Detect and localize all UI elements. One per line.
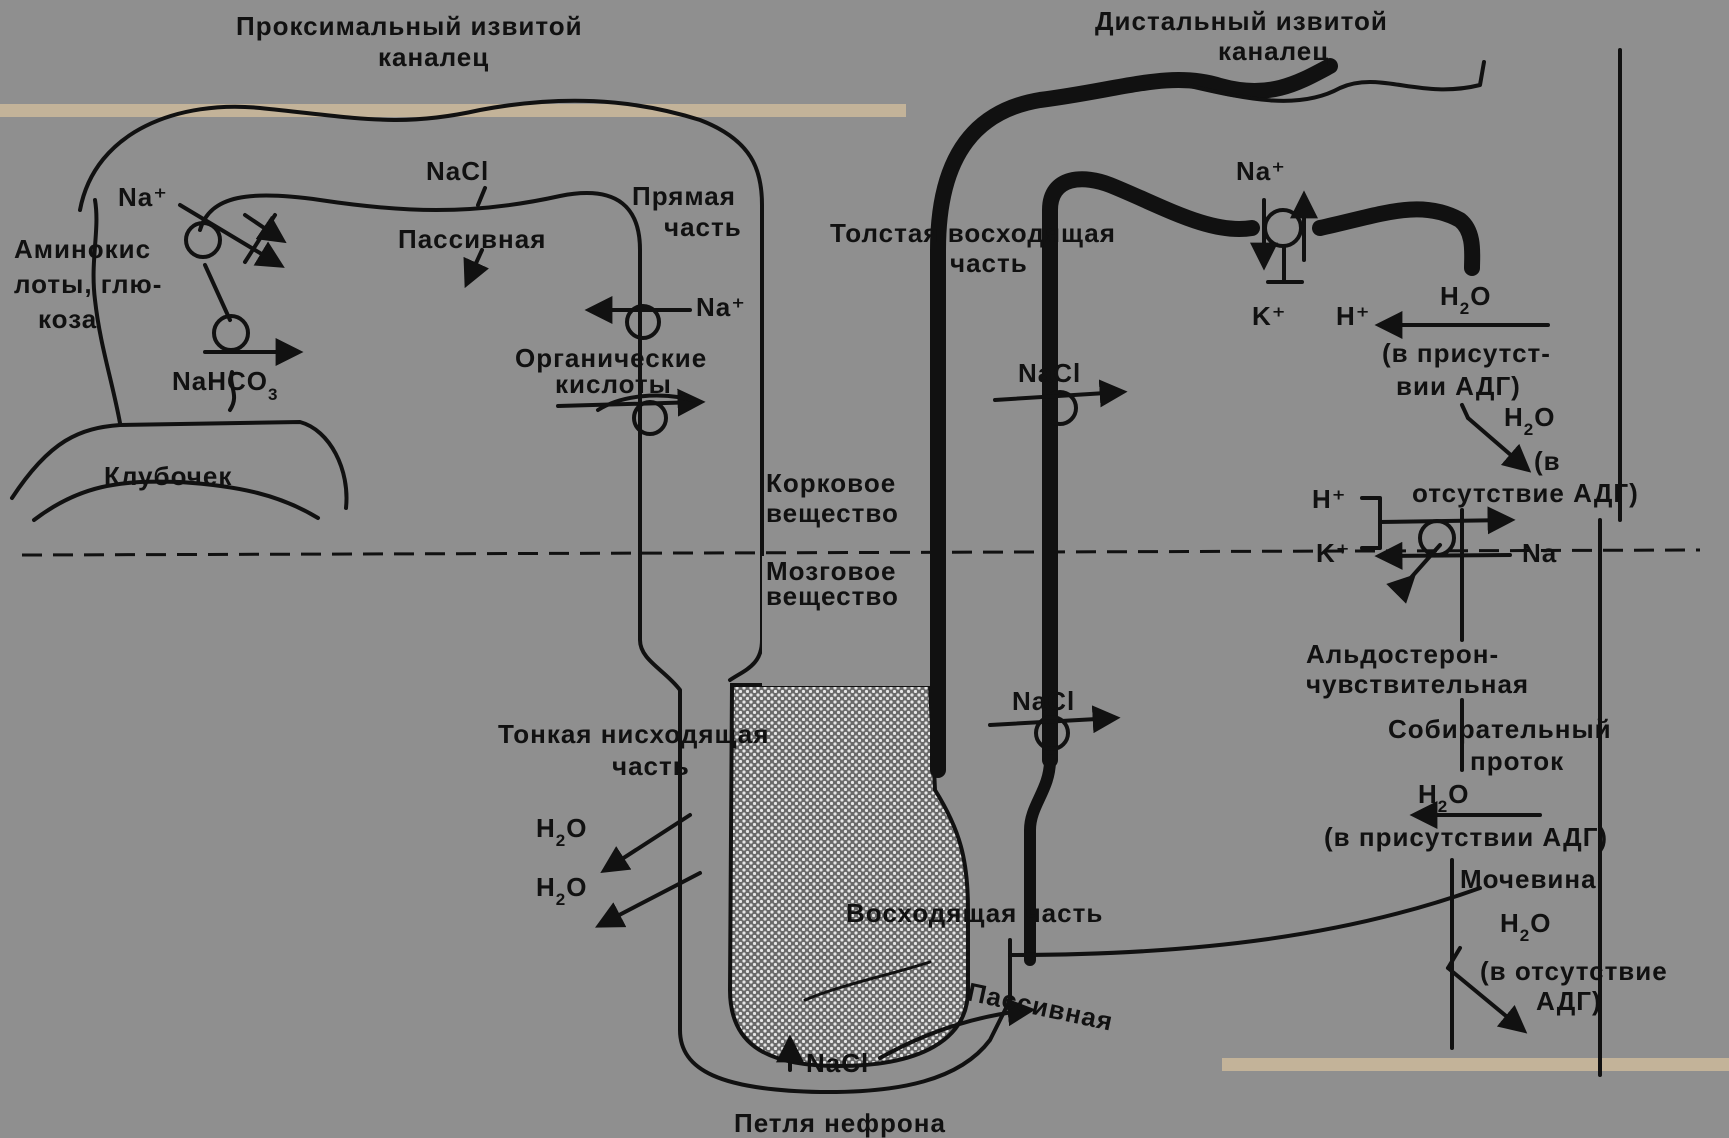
h2o-desc1-sub: 2: [556, 831, 566, 850]
k-plus-distal: K⁺: [1252, 301, 1287, 331]
aldo-1: Альдостерон-: [1306, 639, 1499, 669]
h2o-bottom-o: O: [1530, 908, 1551, 938]
h-plus-cd: H⁺: [1312, 484, 1347, 514]
na-plus-distal: Na⁺: [1236, 156, 1286, 186]
k-plus-cd: K⁺: [1316, 538, 1351, 568]
na-plus-straight: Na⁺: [696, 292, 746, 322]
passive-top: Пассивная: [398, 224, 546, 254]
adh-present-low: (в присутствии АДГ): [1324, 822, 1608, 852]
h2o-top-sub: 2: [1460, 299, 1470, 318]
adh-absent-low-2: АДГ): [1536, 986, 1602, 1016]
h2o-low-o: O: [1448, 779, 1469, 809]
h2o-desc1-o: O: [566, 813, 587, 843]
straight-1: Прямая: [632, 181, 736, 211]
asc-part: Восходящая часть: [846, 898, 1103, 928]
proximal-label-1: Проксимальный извитой: [236, 11, 583, 41]
h2o-bottom: H2O: [1500, 908, 1551, 945]
h2o-desc-2: H2O: [536, 872, 587, 909]
proximal-label-2: каналец: [378, 42, 489, 72]
adh-present-2: вии АДГ): [1396, 371, 1521, 401]
h2o-top-main: H: [1440, 281, 1460, 311]
thin-desc-2: часть: [612, 751, 690, 781]
cortex-2: вещество: [766, 498, 899, 528]
loop-title: Петля нефрона: [734, 1108, 946, 1138]
passive-bottom: Пассивная: [965, 977, 1116, 1037]
aldo-2: чувствительная: [1306, 669, 1529, 699]
h-plus-distal: H⁺: [1336, 301, 1371, 331]
h2o-desc-1: H2O: [536, 813, 587, 850]
h2o-top-o: O: [1470, 281, 1491, 311]
ascending-limb-lower: [1030, 760, 1050, 960]
organic-2: кислоты: [555, 369, 672, 399]
medulla-2: вещество: [766, 581, 899, 611]
h2o-low-main: H: [1418, 779, 1438, 809]
adh-absent-2: отсутствие АДГ): [1412, 478, 1639, 508]
h2o-mid-o: O: [1534, 402, 1555, 432]
h2o-mid: H2O: [1504, 402, 1555, 439]
hk-bracket: [1362, 498, 1380, 548]
straight-2: часть: [664, 212, 742, 242]
glomerulus-label: Клубочек: [104, 461, 232, 491]
h2o-desc2-o: O: [566, 872, 587, 902]
h2o-mid-sub: 2: [1524, 420, 1534, 439]
h2o-desc2-main: H: [536, 872, 556, 902]
nacl-asc-2: NaCl: [1012, 686, 1075, 716]
nahco3-stalk: [205, 265, 230, 320]
h2o-mid-main: H: [1504, 402, 1524, 432]
nacl-top: NaCl: [426, 156, 489, 186]
h2o-bottom-sub: 2: [1520, 926, 1530, 945]
descending-limb-outer: [730, 555, 762, 680]
distal-convolution: [1320, 209, 1472, 268]
na-plus-left: Na⁺: [118, 182, 168, 212]
distal-label-1: Дистальный извитой: [1095, 6, 1388, 36]
nahco3-sub: 3: [268, 385, 278, 404]
aminoacids-1: Аминокис: [14, 234, 151, 264]
adh-absent-low-1: (в отсутствие: [1480, 956, 1668, 986]
h2o-desc1-main: H: [536, 813, 556, 843]
urea: Мочевина: [1460, 864, 1597, 894]
aminoacids-2: лоты, глю-: [14, 269, 162, 299]
thick-asc-2: часть: [950, 248, 1028, 278]
thick-asc-1: Толстая восходящая: [830, 218, 1116, 248]
h2o-top: H2O: [1440, 281, 1491, 318]
collecting-1: Собирательный: [1388, 714, 1612, 744]
transporter-distal: [1265, 210, 1301, 246]
nacl-bottom: NaCl: [806, 1048, 869, 1078]
tape-strip-bottom: [1222, 1058, 1729, 1071]
distal-label-2: каналец: [1218, 36, 1329, 66]
collecting-2: проток: [1470, 746, 1564, 776]
cortex-1: Корковое: [766, 468, 896, 498]
adh-present-1: (в присутст-: [1382, 338, 1551, 368]
collecting-duct-right: [1600, 50, 1620, 1075]
adh-absent-1: (в: [1534, 446, 1561, 476]
h2o-low: H2O: [1418, 779, 1469, 816]
nahco3-main: NaHCO: [172, 366, 268, 396]
thin-desc-1: Тонкая нисходящая: [498, 719, 769, 749]
nahco3: NaHCO3: [172, 366, 278, 404]
na-cd: Na: [1522, 538, 1557, 568]
h2o-desc2-sub: 2: [556, 890, 566, 909]
h2o-bottom-main: H: [1500, 908, 1520, 938]
aminoacids-3: коза: [38, 304, 97, 334]
h2o-low-sub: 2: [1438, 797, 1448, 816]
nacl-asc-1: NaCl: [1018, 358, 1081, 388]
ascending-limb-inner: [1050, 179, 1252, 760]
